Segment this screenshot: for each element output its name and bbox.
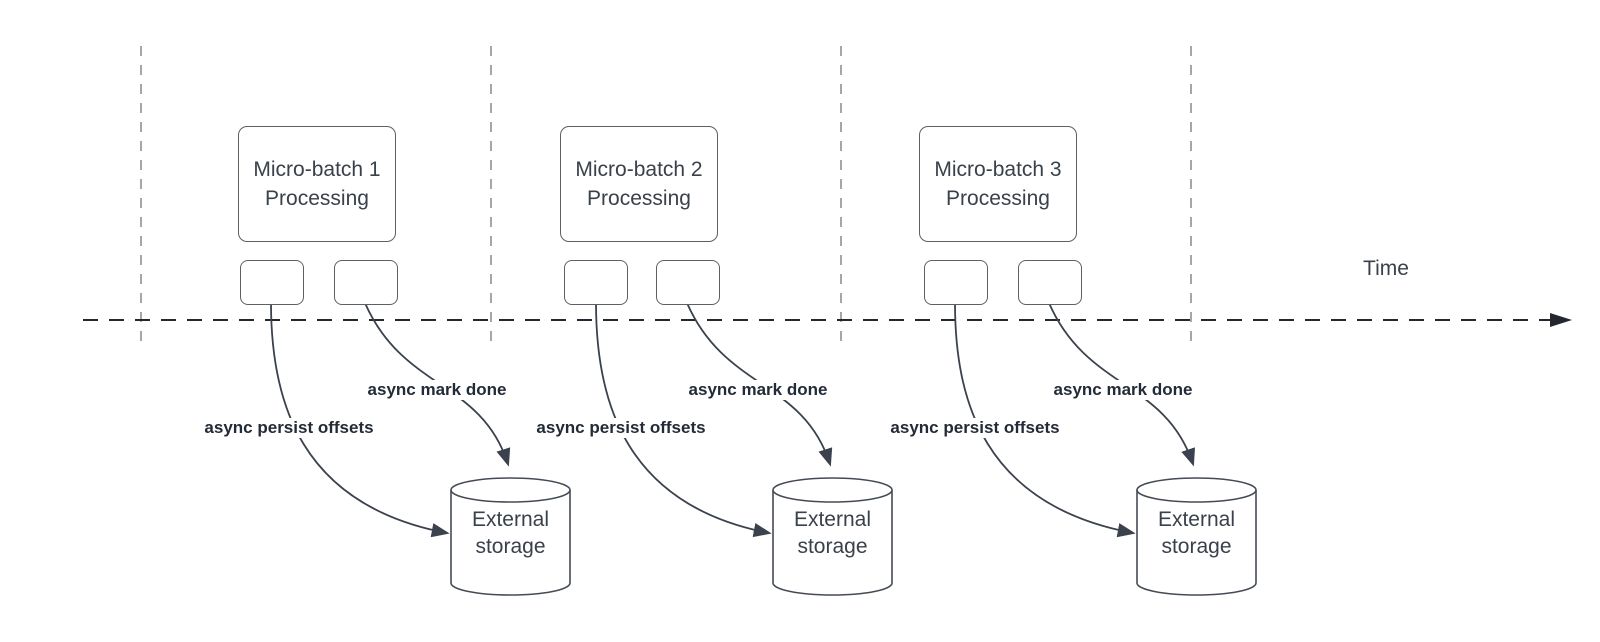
external-storage-label-2: External storage <box>793 508 872 558</box>
persist-offsets-label-3: async persist offsets <box>887 418 1063 438</box>
microbatch-1-box: Micro-batch 1 Processing <box>238 126 396 242</box>
microbatch-2-label: Micro-batch 2 Processing <box>575 158 703 210</box>
microbatch-2-box: Micro-batch 2 Processing <box>560 126 718 242</box>
persist-offsets-label-2: async persist offsets <box>533 418 709 438</box>
persist-offsets-task-box-2 <box>564 260 628 305</box>
persist-offsets-arrow-2 <box>595 302 772 538</box>
persist-offsets-label-1: async persist offsets <box>201 418 377 438</box>
microbatch-3-box: Micro-batch 3 Processing <box>919 126 1077 242</box>
persist-offsets-arrow-3 <box>954 302 1136 538</box>
time-axis-label: Time <box>1363 257 1409 280</box>
mark-done-label-1: async mark done <box>364 380 510 400</box>
mark-done-label-3: async mark done <box>1050 380 1196 400</box>
external-storage-label-3: External storage <box>1157 508 1236 558</box>
external-storage-label-1: External storage <box>471 508 550 558</box>
persist-offsets-task-box-1 <box>240 260 304 305</box>
mark-done-task-box-3 <box>1018 260 1082 305</box>
mark-done-task-box-1 <box>334 260 398 305</box>
microbatch-1-label: Micro-batch 1 Processing <box>253 158 381 210</box>
persist-offsets-task-box-3 <box>924 260 988 305</box>
external-storage-cylinder-3 <box>1136 477 1257 596</box>
persist-offsets-arrow-1 <box>270 302 450 538</box>
mark-done-task-box-2 <box>656 260 720 305</box>
microbatch-3-label: Micro-batch 3 Processing <box>934 158 1062 210</box>
external-storage-cylinder-2 <box>772 477 893 596</box>
mark-done-label-2: async mark done <box>685 380 831 400</box>
external-storage-cylinder-1 <box>450 477 571 596</box>
